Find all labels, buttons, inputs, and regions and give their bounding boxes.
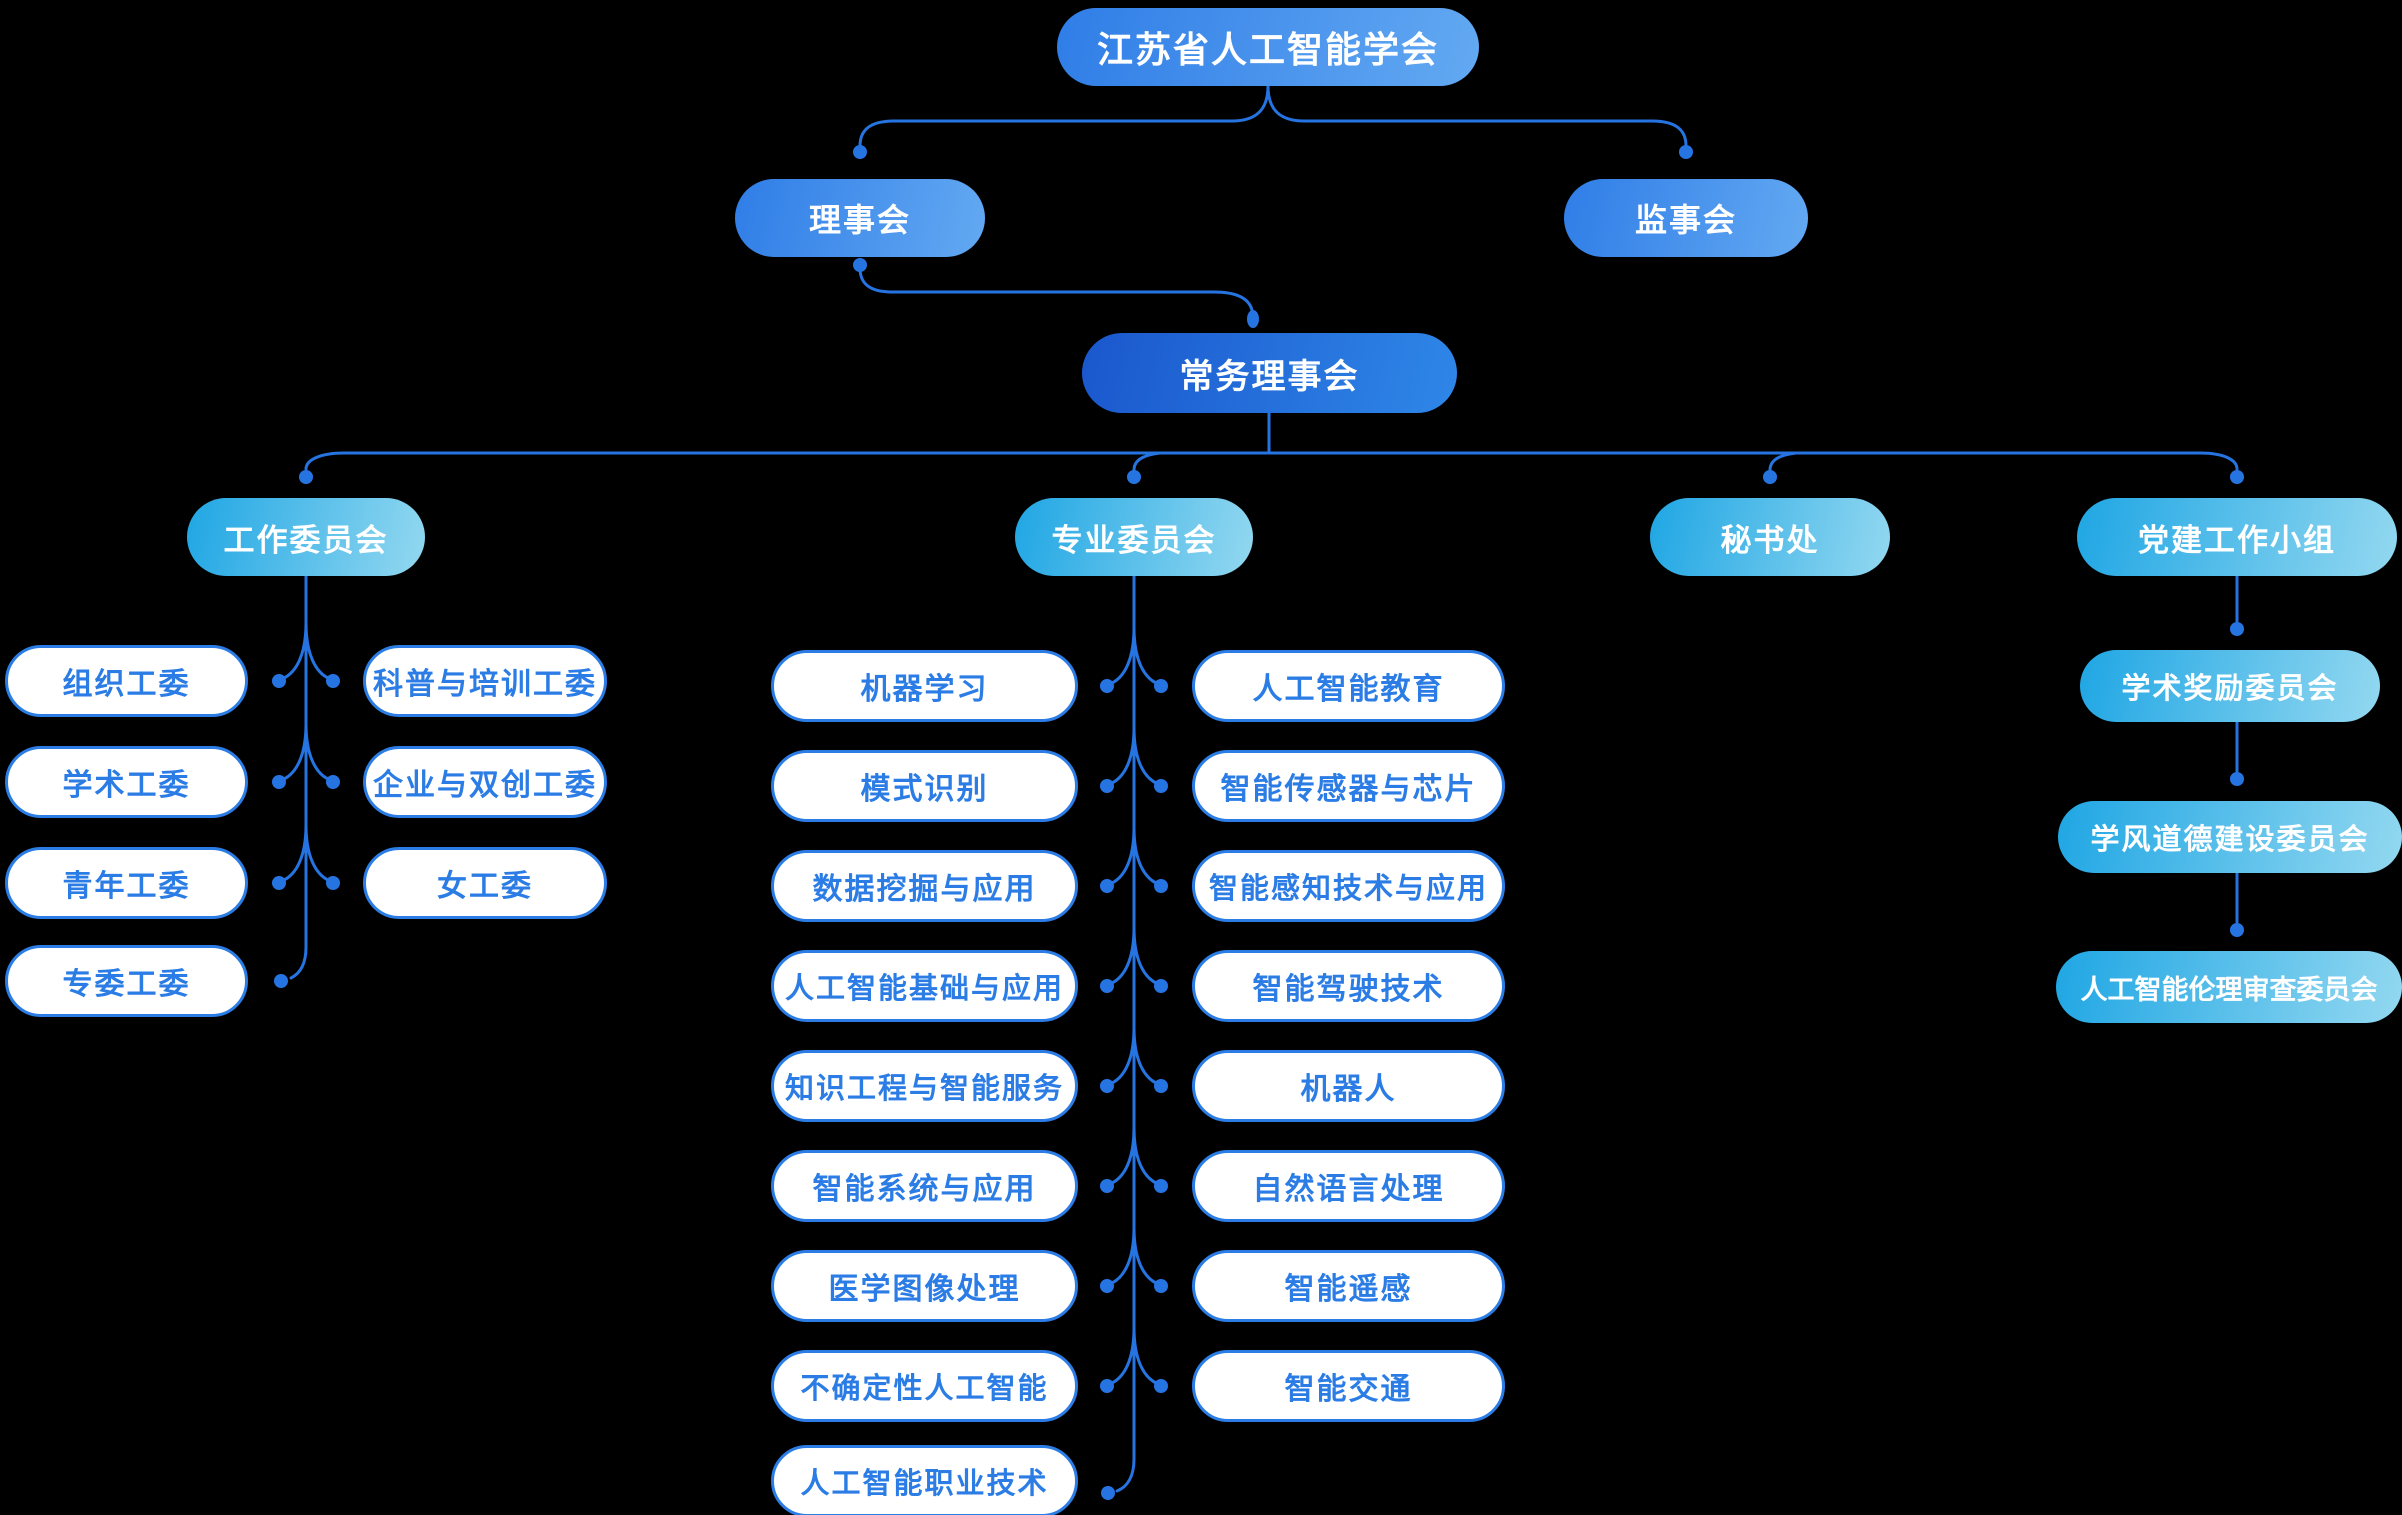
node-secretariat: 秘书处: [1650, 498, 1890, 576]
prof-right-pill-7: 智能交通: [1192, 1350, 1505, 1422]
work-right-pill-2: 女工委: [363, 847, 607, 919]
node-professional-committee: 专业委员会: [1015, 498, 1253, 576]
work-left-pill-0: 组织工委: [5, 645, 248, 717]
node-working-committee: 工作委员会: [187, 498, 425, 576]
node-root: 江苏省人工智能学会: [1057, 8, 1479, 86]
work-left-pill-1: 学术工委: [5, 746, 248, 818]
prof-left-pill-2: 数据挖掘与应用: [771, 850, 1078, 922]
prof-right-pill-6: 智能遥感: [1192, 1250, 1505, 1322]
work-left-pill-3: 专委工委: [5, 945, 248, 1017]
work-right-pill-1: 企业与双创工委: [363, 746, 607, 818]
prof-right-pill-3: 智能驾驶技术: [1192, 950, 1505, 1022]
work-left-pill-2: 青年工委: [5, 847, 248, 919]
party-sub-pill-1: 学风道德建设委员会: [2058, 801, 2402, 873]
professional-committee-fishbone: [1100, 574, 1168, 1500]
party-sub-pill-2: 人工智能伦理审查委员会: [2056, 951, 2402, 1023]
prof-right-pill-0: 人工智能教育: [1192, 650, 1505, 722]
prof-right-pill-5: 自然语言处理: [1192, 1150, 1505, 1222]
prof-right-pill-2: 智能感知技术与应用: [1192, 850, 1505, 922]
node-party-building-group: 党建工作小组: [2077, 498, 2397, 576]
prof-left-pill-5: 智能系统与应用: [771, 1150, 1078, 1222]
standing-to-level4-connectors: [299, 411, 2244, 484]
prof-left-pill-1: 模式识别: [771, 750, 1078, 822]
council-to-standing-connector: [853, 258, 1259, 328]
prof-left-pill-7: 不确定性人工智能: [771, 1350, 1078, 1422]
node-standing-council: 常务理事会: [1082, 333, 1457, 413]
prof-left-pill-0: 机器学习: [771, 650, 1078, 722]
prof-right-pill-1: 智能传感器与芯片: [1192, 750, 1505, 822]
node-board-of-supervisors: 监事会: [1564, 179, 1808, 257]
prof-right-pill-4: 机器人: [1192, 1050, 1505, 1122]
work-right-pill-0: 科普与培训工委: [363, 645, 607, 717]
prof-left-pill-3: 人工智能基础与应用: [771, 950, 1078, 1022]
work-committee-fishbone: [272, 574, 340, 988]
prof-left-pill-6: 医学图像处理: [771, 1250, 1078, 1322]
prof-left-pill-8: 人工智能职业技术: [771, 1445, 1078, 1515]
prof-left-pill-4: 知识工程与智能服务: [771, 1050, 1078, 1122]
party-sub-pill-0: 学术奖励委员会: [2080, 650, 2380, 722]
party-group-chain: [2230, 574, 2244, 937]
node-board-of-directors: 理事会: [735, 179, 985, 257]
root-to-level2-connectors: [853, 84, 1693, 159]
